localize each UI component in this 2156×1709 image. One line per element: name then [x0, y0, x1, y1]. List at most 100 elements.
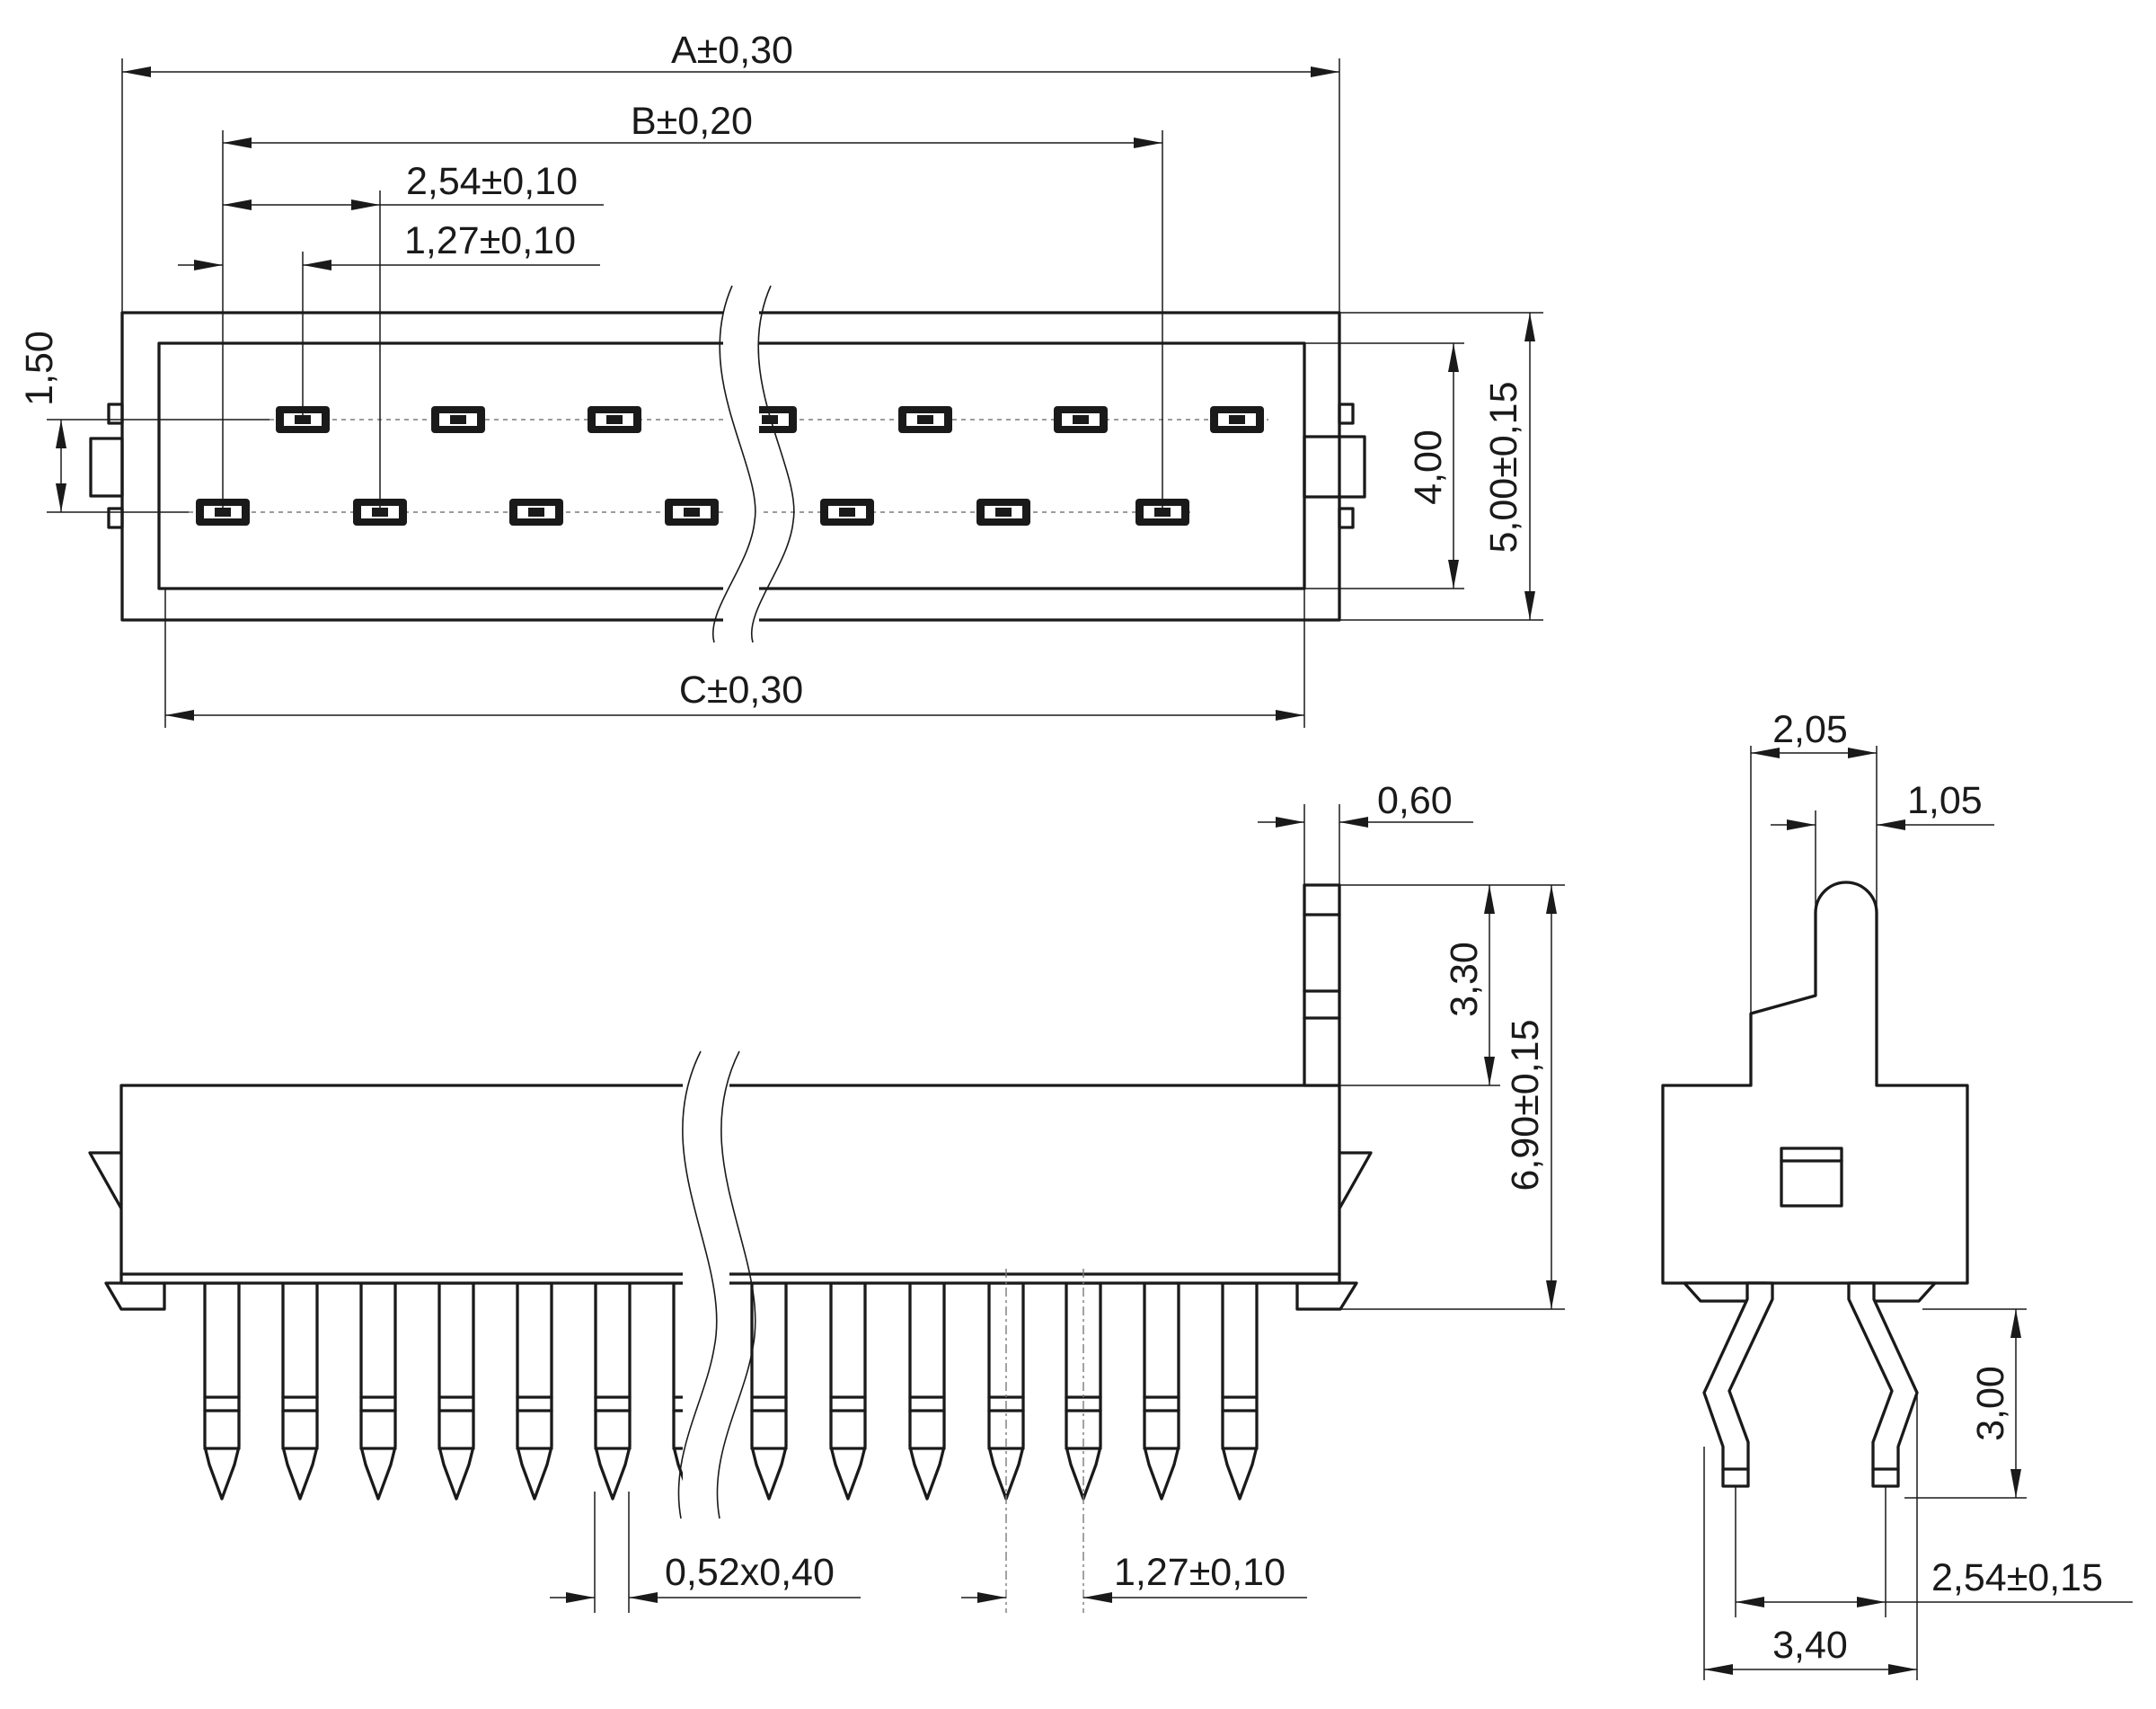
label-pitch-1-27: 1,27±0,10	[404, 219, 576, 262]
contact-pad	[431, 406, 485, 433]
arrow-pin-size-left	[566, 1592, 595, 1603]
left-latch-top	[107, 403, 124, 425]
right-latch-body	[1303, 435, 1366, 499]
left-latch-bottom	[107, 507, 124, 529]
pin	[750, 1281, 788, 1501]
label-pin-pitch: 1,27±0,10	[1114, 1551, 1286, 1594]
label-post-height: 3,30	[1443, 942, 1486, 1017]
pin	[203, 1281, 241, 1501]
arrow-B-left	[223, 137, 252, 148]
top-break-gap	[723, 283, 759, 642]
pin	[1221, 1281, 1259, 1501]
right-latch-top	[1338, 403, 1355, 425]
arrow-0-60-left	[1276, 817, 1304, 828]
arrow-1-27-left	[194, 260, 223, 270]
right-latch-bottom	[1338, 507, 1355, 529]
pin	[1143, 1281, 1180, 1501]
label-top-width: 2,05	[1772, 708, 1848, 751]
arrow-2-05-left	[1751, 748, 1780, 758]
front-break-line-right	[716, 1050, 756, 1519]
label-total-height: 6,90±0,15	[1504, 1020, 1547, 1191]
contact-pad	[820, 499, 874, 526]
arrow-A-left	[122, 66, 151, 77]
contact-pad	[1210, 406, 1264, 433]
arrow-1-50-bottom	[56, 483, 66, 512]
side-left-pin	[1702, 1281, 1774, 1488]
arrow-A-right	[1311, 66, 1339, 77]
label-outer-height: 5,00±0,15	[1482, 382, 1525, 553]
side-body-outline	[1661, 881, 1969, 1285]
contact-pad	[588, 406, 641, 433]
arrow-B-right	[1134, 137, 1162, 148]
front-left-latch	[88, 1151, 123, 1210]
top-break-line-right	[750, 285, 795, 643]
arrow-2-54-left	[223, 199, 252, 210]
pin	[516, 1281, 553, 1501]
side-window	[1780, 1147, 1843, 1208]
side-right-pin	[1847, 1281, 1919, 1488]
arrow-3-30-top	[1484, 885, 1495, 914]
arrow-6-90-top	[1546, 885, 1557, 914]
arrow-1-50-top	[56, 420, 66, 448]
pin	[359, 1281, 397, 1501]
front-break-line-left	[677, 1050, 718, 1519]
arrow-3-00-top	[2010, 1309, 2021, 1338]
pin	[908, 1281, 946, 1501]
label-A: A±0,30	[671, 29, 793, 72]
front-pin-row	[203, 1281, 1259, 1501]
contact-pad	[665, 499, 719, 526]
top-break-line-left	[711, 285, 756, 643]
pin	[594, 1281, 632, 1501]
contact-pad	[898, 406, 952, 433]
arrow-4-00-top	[1448, 343, 1459, 372]
top-view: A±0,30 B±0,20 2,54±0,10 1,27±0,10 C±0,30	[18, 29, 1543, 728]
label-pin-length: 3,00	[1969, 1366, 2012, 1441]
arrow-5-00-top	[1524, 313, 1535, 341]
arrow-pin-pitch-left	[977, 1592, 1006, 1603]
arrow-row-pitch-left	[1736, 1597, 1764, 1607]
arrow-row-pitch-right	[1857, 1597, 1886, 1607]
arrow-4-00-bottom	[1448, 560, 1459, 589]
arrow-3-00-bottom	[2010, 1469, 2021, 1498]
label-pin-size: 0,52x0,40	[665, 1551, 835, 1594]
left-latch-body	[89, 437, 124, 498]
arrow-pin-pitch-right	[1083, 1592, 1112, 1603]
front-view: 0,60 3,30 6,90±0,15 0,52x0,40 1,27±0,10	[88, 779, 1565, 1613]
label-row-offset: 1,50	[18, 331, 61, 406]
contact-pad	[1054, 406, 1108, 433]
arrow-C-left	[165, 710, 194, 721]
arrow-1-05-left	[1787, 819, 1816, 830]
contact-pad	[509, 499, 563, 526]
front-post	[1303, 883, 1341, 1087]
label-foot-span: 3,40	[1772, 1624, 1848, 1667]
side-view: 2,05 1,05 3,00 2,54±0,15 3,40	[1661, 708, 2133, 1680]
front-right-foot	[1295, 1281, 1358, 1311]
label-B: B±0,20	[631, 100, 753, 143]
arrow-3-30-bottom	[1484, 1057, 1495, 1085]
front-break-gap	[683, 1051, 729, 1519]
contact-pad	[976, 499, 1030, 526]
arrow-pin-size-right	[629, 1592, 658, 1603]
pin	[829, 1281, 867, 1501]
label-pitch-2-54: 2,54±0,10	[406, 160, 578, 203]
label-row-pitch: 2,54±0,15	[1931, 1556, 2103, 1599]
arrow-3-40-right	[1888, 1664, 1917, 1675]
pin	[281, 1281, 319, 1501]
front-body	[119, 1084, 1341, 1285]
arrow-1-05-right	[1877, 819, 1905, 830]
label-C: C±0,30	[679, 669, 803, 712]
arrow-0-60-right	[1339, 817, 1368, 828]
pin	[437, 1281, 475, 1501]
label-post-offset: 1,05	[1907, 779, 1983, 822]
arrow-6-90-bottom	[1546, 1280, 1557, 1309]
front-left-foot	[104, 1281, 166, 1311]
arrow-3-40-left	[1704, 1664, 1733, 1675]
arrow-2-05-right	[1848, 748, 1877, 758]
front-right-latch	[1338, 1151, 1373, 1210]
label-post-width: 0,60	[1377, 779, 1453, 822]
arrow-1-27-right	[303, 260, 331, 270]
lower-contact-row	[196, 499, 1189, 526]
arrow-2-54-right	[351, 199, 380, 210]
arrow-5-00-bottom	[1524, 591, 1535, 620]
